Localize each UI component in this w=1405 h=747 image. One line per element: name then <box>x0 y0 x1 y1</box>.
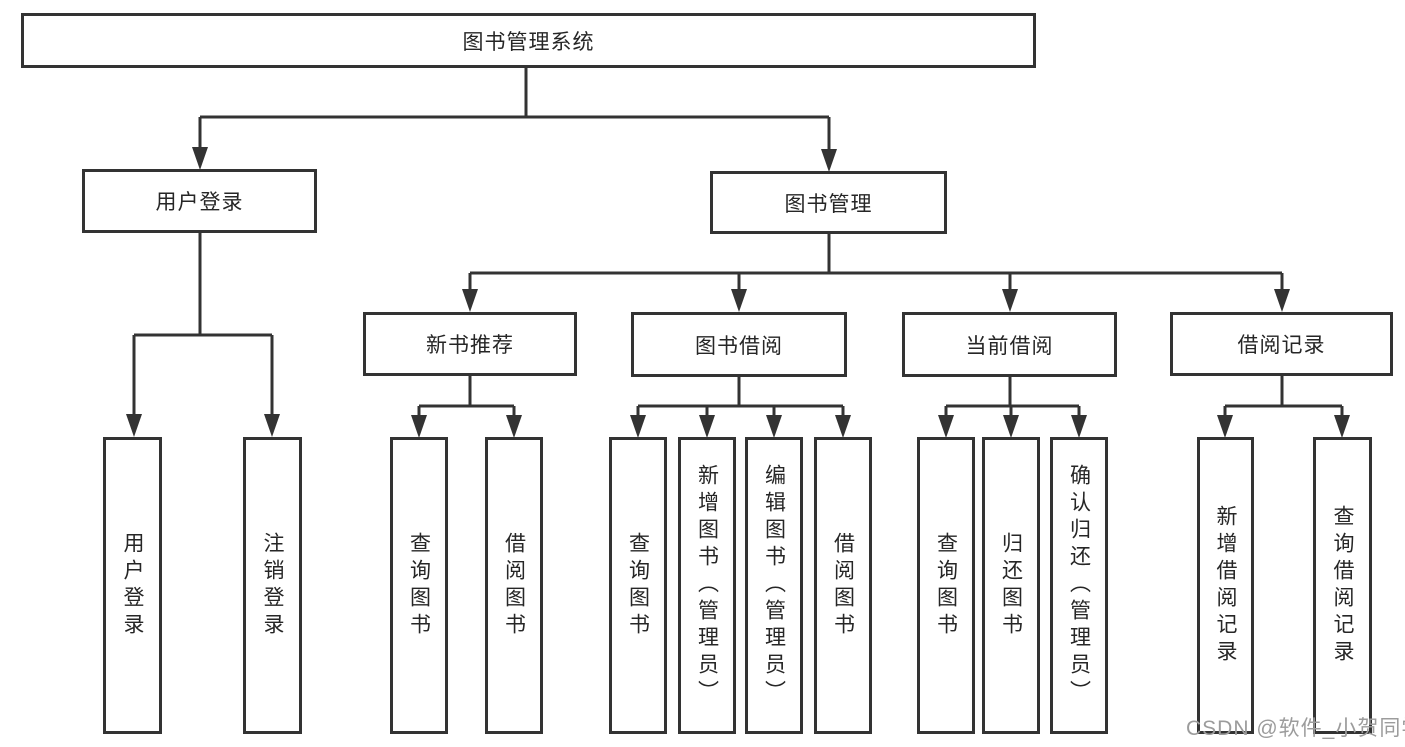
arrow-down-icon <box>126 414 142 437</box>
arrow-down-icon <box>766 415 782 438</box>
arrow-down-icon <box>821 149 837 172</box>
leaf-nbr-query-books: 查询图书 <box>390 437 448 734</box>
leaf-bb-edit-book-admin: 编辑图书（管理员） <box>745 437 803 734</box>
leaf-logout: 注销登录 <box>243 437 302 734</box>
leaf-cb-return-books: 归还图书 <box>982 437 1040 734</box>
node-user-login: 用户登录 <box>82 169 317 233</box>
node-new-book-recommend: 新书推荐 <box>363 312 577 376</box>
node-book-management: 图书管理 <box>710 171 947 234</box>
leaf-bb-borrow-books: 借阅图书 <box>814 437 872 734</box>
arrow-down-icon <box>835 415 851 438</box>
arrow-down-icon <box>411 415 427 438</box>
leaf-user-login: 用户登录 <box>103 437 162 734</box>
arrow-down-icon <box>192 147 208 170</box>
leaf-br-query-record: 查询借阅记录 <box>1313 437 1372 734</box>
arrowheads <box>126 147 1350 438</box>
leaf-br-add-record: 新增借阅记录 <box>1197 437 1254 734</box>
leaf-bb-add-book-admin: 新增图书（管理员） <box>678 437 736 734</box>
arrow-down-icon <box>1002 289 1018 312</box>
node-current-borrow: 当前借阅 <box>902 312 1117 377</box>
leaf-bb-query-books: 查询图书 <box>609 437 667 734</box>
leaf-cb-query-books: 查询图书 <box>917 437 975 734</box>
arrow-down-icon <box>264 414 280 437</box>
connector-lines <box>132 66 1344 423</box>
arrow-down-icon <box>630 415 646 438</box>
node-book-borrow: 图书借阅 <box>631 312 847 377</box>
arrow-down-icon <box>731 289 747 312</box>
arrow-down-icon <box>1071 415 1087 438</box>
arrow-down-icon <box>506 415 522 438</box>
arrow-down-icon <box>462 289 478 312</box>
leaf-nbr-borrow-books: 借阅图书 <box>485 437 543 734</box>
arrow-down-icon <box>1334 415 1350 438</box>
arrow-down-icon <box>1217 415 1233 438</box>
arrow-down-icon <box>1003 415 1019 438</box>
node-root: 图书管理系统 <box>21 13 1036 68</box>
node-borrow-records: 借阅记录 <box>1170 312 1393 376</box>
watermark: CSDN @软件_小贺同学 <box>1186 717 1405 740</box>
arrow-down-icon <box>938 415 954 438</box>
arrow-down-icon <box>1274 289 1290 312</box>
leaf-cb-confirm-return-admin: 确认归还（管理员） <box>1050 437 1108 734</box>
arrow-down-icon <box>699 415 715 438</box>
